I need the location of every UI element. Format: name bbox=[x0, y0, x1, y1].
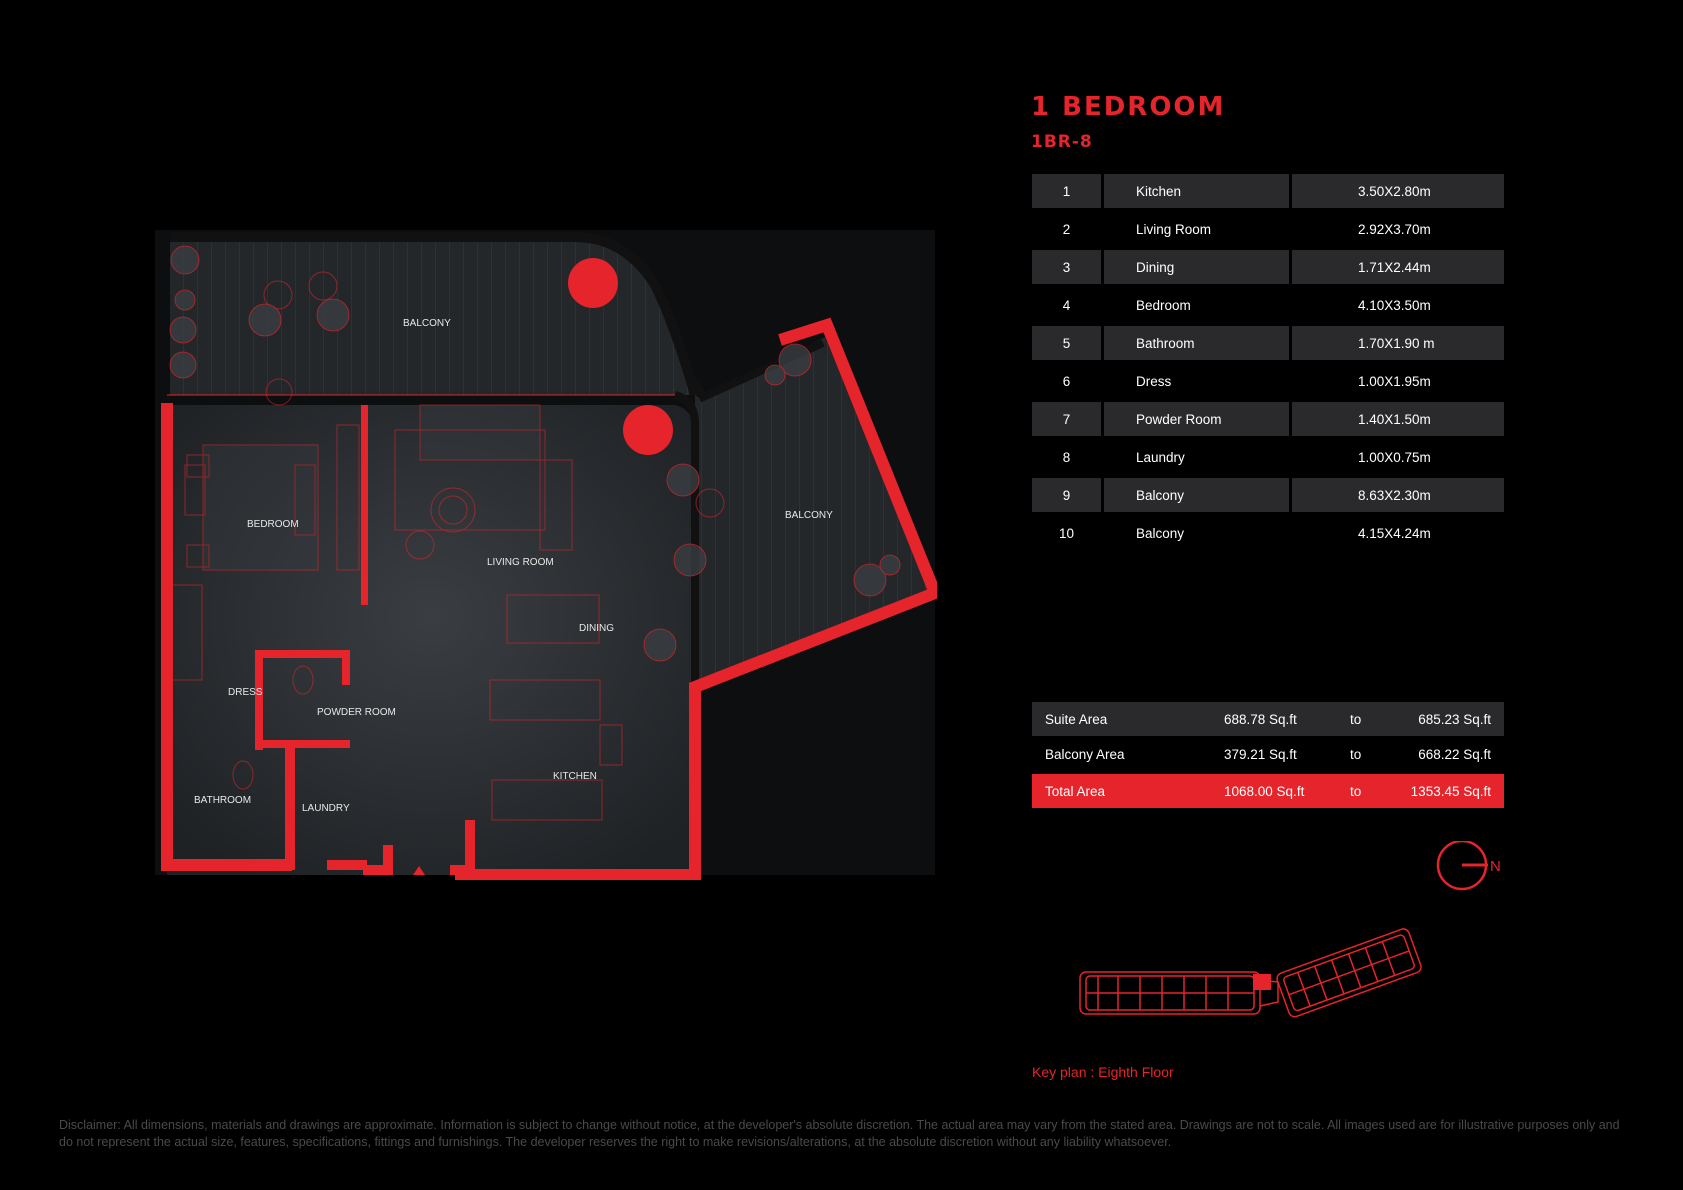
area-row-suite: Suite Area 688.78 Sq.ft to 685.23 Sq.ft bbox=[1032, 702, 1504, 736]
room-name: Dress bbox=[1136, 373, 1172, 389]
plan-label-balcony-top: BALCONY bbox=[403, 318, 451, 329]
area-to: to bbox=[1350, 746, 1362, 762]
area-end: 685.23 Sq.ft bbox=[1418, 711, 1491, 727]
area-to: to bbox=[1350, 711, 1362, 727]
plan-label-dress: DRESS bbox=[228, 687, 263, 698]
room-size: 1.00X1.95m bbox=[1358, 373, 1431, 389]
room-name: Bedroom bbox=[1136, 297, 1191, 313]
key-plan-label: Key plan : Eighth Floor bbox=[1032, 1064, 1174, 1080]
plan-label-living-room: LIVING ROOM bbox=[487, 557, 554, 568]
unit-location-marker bbox=[1253, 974, 1271, 990]
room-size: 2.92X3.70m bbox=[1358, 221, 1431, 237]
room-number: 2 bbox=[1062, 221, 1071, 237]
table-row: 2 Living Room 2.92X3.70m bbox=[1032, 210, 1504, 248]
room-size: 8.63X2.30m bbox=[1292, 478, 1504, 512]
interior-floor bbox=[167, 405, 695, 875]
room-number: 5 bbox=[1032, 326, 1101, 360]
table-row: 6 Dress 1.00X1.95m bbox=[1032, 362, 1504, 400]
table-row: 5 Bathroom 1.70X1.90 m bbox=[1032, 324, 1504, 362]
room-size: 1.00X0.75m bbox=[1358, 449, 1431, 465]
room-size: 4.15X4.24m bbox=[1358, 525, 1431, 541]
room-size: 1.71X2.44m bbox=[1292, 250, 1504, 284]
room-name: Balcony bbox=[1104, 478, 1289, 512]
unit-code: 1BR-8 bbox=[1031, 132, 1093, 152]
compass-label: N bbox=[1490, 858, 1501, 875]
room-size: 1.40X1.50m bbox=[1292, 402, 1504, 436]
plan-label-balcony-right: BALCONY bbox=[785, 510, 833, 521]
room-schedule-table: 1 Kitchen 3.50X2.80m 2 Living Room 2.92X… bbox=[1032, 172, 1504, 552]
plan-label-kitchen: KITCHEN bbox=[553, 771, 597, 782]
room-number: 3 bbox=[1032, 250, 1101, 284]
room-name: Kitchen bbox=[1104, 174, 1289, 208]
area-label: Suite Area bbox=[1045, 711, 1108, 727]
plan-label-powder-room: POWDER ROOM bbox=[317, 707, 396, 718]
room-number: 4 bbox=[1062, 297, 1071, 313]
area-summary-table: Suite Area 688.78 Sq.ft to 685.23 Sq.ft … bbox=[1032, 702, 1504, 808]
table-row: 4 Bedroom 4.10X3.50m bbox=[1032, 286, 1504, 324]
area-from: 1068.00 Sq.ft bbox=[1224, 783, 1305, 799]
room-number: 6 bbox=[1062, 373, 1071, 389]
plan-label-bathroom: BATHROOM bbox=[194, 795, 251, 806]
column-circle bbox=[568, 258, 618, 308]
plan-label-bedroom: BEDROOM bbox=[247, 519, 299, 530]
key-plan-diagram bbox=[1079, 928, 1422, 1018]
room-number: 8 bbox=[1062, 449, 1071, 465]
room-name: Bathroom bbox=[1104, 326, 1289, 360]
table-row: 10 Balcony 4.15X4.24m bbox=[1032, 514, 1504, 552]
unit-title: 1 BEDROOM bbox=[1031, 92, 1226, 122]
area-end: 1353.45 Sq.ft bbox=[1410, 783, 1491, 799]
table-row: 3 Dining 1.71X2.44m bbox=[1032, 248, 1504, 286]
north-compass-icon: N bbox=[1436, 841, 1501, 891]
room-size: 4.10X3.50m bbox=[1358, 297, 1431, 313]
table-row: 7 Powder Room 1.40X1.50m bbox=[1032, 400, 1504, 438]
plan-label-laundry: LAUNDRY bbox=[302, 803, 350, 814]
area-label: Balcony Area bbox=[1045, 746, 1125, 762]
room-number: 10 bbox=[1058, 525, 1075, 541]
room-name: Balcony bbox=[1136, 525, 1185, 541]
area-to: to bbox=[1350, 783, 1362, 799]
area-row-total: Total Area 1068.00 Sq.ft to 1353.45 Sq.f… bbox=[1032, 774, 1504, 808]
room-number: 7 bbox=[1032, 402, 1101, 436]
column-circle bbox=[623, 405, 673, 455]
floor-plan: BALCONY BALCONY BEDROOM LIVING ROOM DINI… bbox=[155, 230, 937, 880]
area-end: 668.22 Sq.ft bbox=[1418, 746, 1491, 762]
room-size: 3.50X2.80m bbox=[1292, 174, 1504, 208]
area-row-balcony: Balcony Area 379.21 Sq.ft to 668.22 Sq.f… bbox=[1032, 736, 1504, 772]
area-from: 379.21 Sq.ft bbox=[1224, 746, 1297, 762]
disclaimer-text: Disclaimer: All dimensions, materials an… bbox=[59, 1118, 1620, 1149]
room-name: Dining bbox=[1104, 250, 1289, 284]
table-row: 1 Kitchen 3.50X2.80m bbox=[1032, 172, 1504, 210]
plan-label-dining: DINING bbox=[579, 623, 614, 634]
area-label: Total Area bbox=[1045, 783, 1106, 799]
room-name: Powder Room bbox=[1104, 402, 1289, 436]
table-row: 8 Laundry 1.00X0.75m bbox=[1032, 438, 1504, 476]
room-name: Living Room bbox=[1136, 221, 1212, 237]
table-row: 9 Balcony 8.63X2.30m bbox=[1032, 476, 1504, 514]
room-number: 9 bbox=[1032, 478, 1101, 512]
area-from: 688.78 Sq.ft bbox=[1224, 711, 1297, 727]
room-name: Laundry bbox=[1136, 449, 1185, 465]
room-size: 1.70X1.90 m bbox=[1292, 326, 1504, 360]
room-number: 1 bbox=[1032, 174, 1101, 208]
